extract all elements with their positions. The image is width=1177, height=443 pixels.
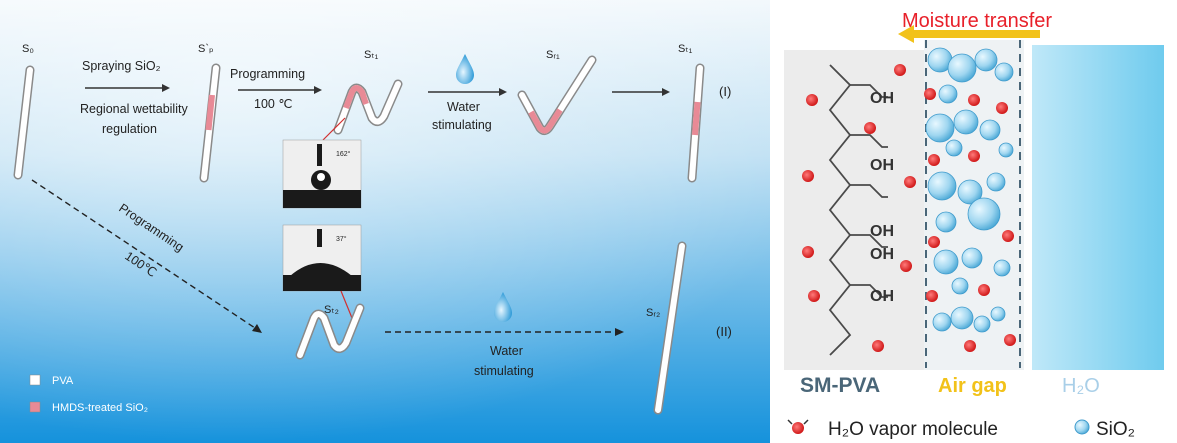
arrow-water-head (499, 88, 507, 96)
step-spraying: Spraying SiO₂ (82, 59, 161, 73)
shape-memory-process-panel: S₀ Spraying SiO₂ Regional wettability re… (0, 0, 770, 443)
label-st1-b: Sₜ₁ (678, 43, 693, 55)
hydroxyl-2: OH (870, 157, 894, 174)
hydroxyl-1: OH (870, 90, 894, 107)
legend-swatch-pva (29, 374, 41, 386)
pva-backbone (828, 64, 888, 356)
legend-swatch-sio2 (29, 401, 41, 413)
step-water-2: stimulating (432, 118, 492, 132)
legend-vapor-h1 (787, 419, 793, 425)
legend-sio2: HMDS-treated SiO₂ (52, 402, 148, 414)
step-water-lower-2: stimulating (474, 364, 534, 378)
arrow-final-head (662, 88, 670, 96)
step-regional-1: Regional wettability (80, 102, 188, 116)
sm-pva-zone (784, 50, 924, 370)
moisture-arrow-head (898, 25, 914, 43)
step-regional-2: regulation (102, 122, 157, 136)
contact-angle-photo-lower (282, 224, 362, 292)
label-s0: S₀ (22, 43, 34, 55)
step-programming-temp: 100 ℃ (254, 97, 292, 111)
legend-sio2-icon (1074, 419, 1090, 435)
contact-angle-photo-upper (282, 139, 362, 209)
legend-pva: PVA (52, 375, 74, 387)
rod-st2-folded (295, 303, 365, 360)
hydroxyl-5: OH (870, 288, 894, 305)
legend-vapor: H₂O vapor molecule (828, 419, 998, 440)
hydroxyl-3: OH (870, 223, 894, 240)
rod-sp (199, 63, 221, 183)
vapor-molecules (802, 64, 1016, 352)
arrow-lower-water-head (615, 328, 624, 336)
contact-angle-upper: 162° (336, 150, 351, 158)
moisture-transfer-panel: Moisture transfer OH OH OH OH OH (770, 0, 1177, 443)
arrow-diagonal-head (252, 324, 262, 333)
contact-angle-lower: 37° (336, 235, 347, 243)
arrow-spraying-head (162, 84, 170, 92)
rod-st1-folded (333, 79, 403, 135)
label-st2: Sₜ₂ (324, 304, 339, 316)
label-sm-pva: SM-PVA (800, 374, 880, 397)
step-water-1: Water (447, 100, 480, 114)
connector-upper (322, 117, 346, 141)
step-programming: Programming (230, 67, 305, 81)
arrow-programming-head (314, 86, 322, 94)
label-sr2: Sᵣ₂ (646, 307, 660, 319)
route-i: (I) (719, 84, 731, 99)
sio2-particles (925, 47, 1014, 333)
route-ii: (II) (716, 324, 732, 339)
water-drop-icon (456, 54, 474, 84)
water-drop-icon-lower (494, 292, 512, 322)
step-water-lower-1: Water (490, 344, 523, 358)
label-h2o: H₂O (1062, 375, 1100, 397)
label-air-gap: Air gap (938, 375, 1007, 397)
water-zone (1032, 45, 1164, 370)
legend-vapor-h2 (803, 419, 809, 425)
rod-sr1-recovering (517, 55, 597, 136)
rod-s0 (13, 65, 35, 180)
rod-st1-recovered (687, 63, 705, 183)
legend-sio2-right: SiO₂ (1096, 419, 1135, 440)
rod-sr2-recovered (653, 241, 687, 415)
label-sr1: Sᵣ₁ (546, 49, 560, 61)
moisture-transfer-title: Moisture transfer (902, 10, 1052, 32)
panel-glow (0, 0, 770, 443)
arrow-diagonal-programming (31, 179, 259, 331)
connector-lower (340, 290, 353, 319)
label-st1-a: Sₜ₁ (364, 49, 379, 61)
legend-vapor-icon (792, 422, 804, 434)
label-sp: S`ₚ (198, 43, 214, 55)
hydroxyl-4: OH (870, 246, 894, 263)
